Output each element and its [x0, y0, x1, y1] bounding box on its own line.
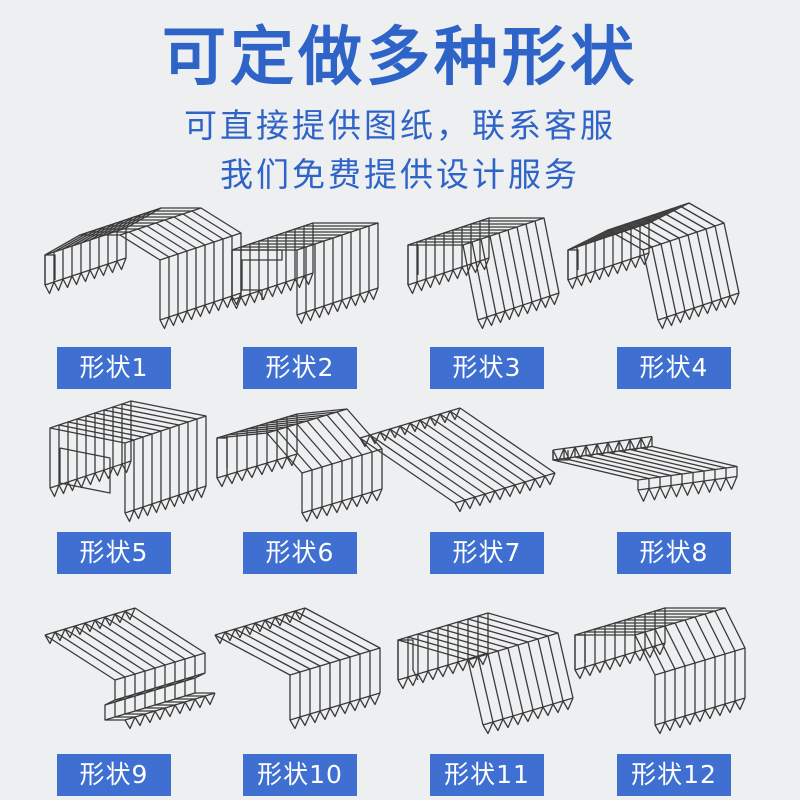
flange-bellows-icon	[397, 612, 574, 735]
shape-7-label: 形状7	[430, 532, 544, 574]
tall-arched-bellows-icon	[216, 408, 383, 523]
shape-4-illustration	[563, 202, 740, 335]
arched-bellows-icon	[44, 207, 242, 330]
subtitle-design-service: 我们免费提供设计服务	[220, 155, 580, 194]
shape-12-label: 形状12	[617, 754, 731, 796]
thin-plate-bellows-icon	[552, 435, 738, 502]
shape-11-label: 形状11	[430, 754, 544, 796]
shape-8-illustration	[548, 430, 738, 502]
flat-plate-bellows-icon	[359, 407, 556, 513]
wide-bellows-icon	[214, 607, 381, 730]
subtitle-drawings: 可直接提供图纸，联系客服	[184, 106, 616, 145]
page-title: 可定做多种形状	[162, 21, 638, 95]
shape-1-illustration	[40, 205, 242, 335]
shape-5-label: 形状5	[57, 532, 171, 574]
flat-bellows-icon	[407, 217, 560, 330]
shape-12-illustration	[565, 595, 746, 735]
shape-9-label: 形状9	[57, 754, 171, 796]
shape-2-illustration	[222, 205, 382, 335]
c-channel-bellows-icon	[231, 222, 379, 325]
shape-4-label: 形状4	[617, 347, 731, 389]
box-bellows-icon	[49, 400, 207, 523]
shape-5-illustration	[40, 398, 207, 523]
roof-bellows-icon	[567, 202, 740, 330]
tunnel-bellows-icon	[574, 607, 746, 735]
shape-10-label: 形状10	[243, 754, 357, 796]
shape-9-illustration	[40, 595, 216, 730]
shape-6-label: 形状6	[243, 532, 357, 574]
shape-3-label: 形状3	[430, 347, 544, 389]
shape-3-illustration	[398, 205, 560, 335]
shape-8-label: 形状8	[617, 532, 731, 574]
shape-10-illustration	[210, 595, 381, 730]
shape-6-illustration	[207, 398, 383, 523]
shape-1-label: 形状1	[57, 347, 171, 389]
shape-7-illustration	[355, 398, 556, 513]
shape-11-illustration	[388, 595, 574, 735]
l-bracket-bellows-icon	[44, 607, 216, 730]
shape-2-label: 形状2	[243, 347, 357, 389]
